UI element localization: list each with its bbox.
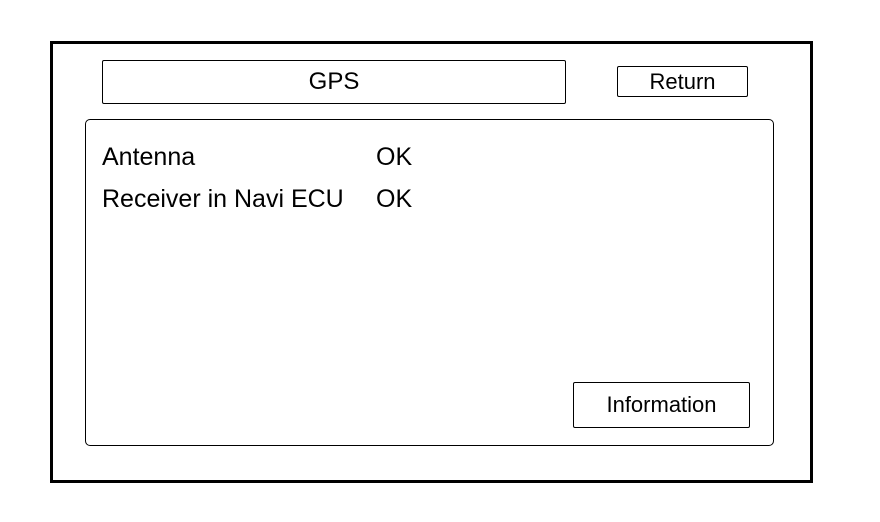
page-title: GPS <box>102 60 566 104</box>
display-frame <box>50 41 813 483</box>
page-title-text: GPS <box>308 68 360 95</box>
information-button[interactable]: Information <box>573 382 750 428</box>
status-label-antenna: Antenna <box>102 143 196 171</box>
status-value-receiver: OK <box>376 185 413 213</box>
status-panel <box>85 119 774 446</box>
status-label-receiver: Receiver in Navi ECU <box>102 185 344 213</box>
information-button-label: Information <box>606 392 717 417</box>
return-button-label: Return <box>649 68 716 94</box>
return-button[interactable]: Return <box>617 66 748 97</box>
status-value-antenna: OK <box>376 143 413 171</box>
